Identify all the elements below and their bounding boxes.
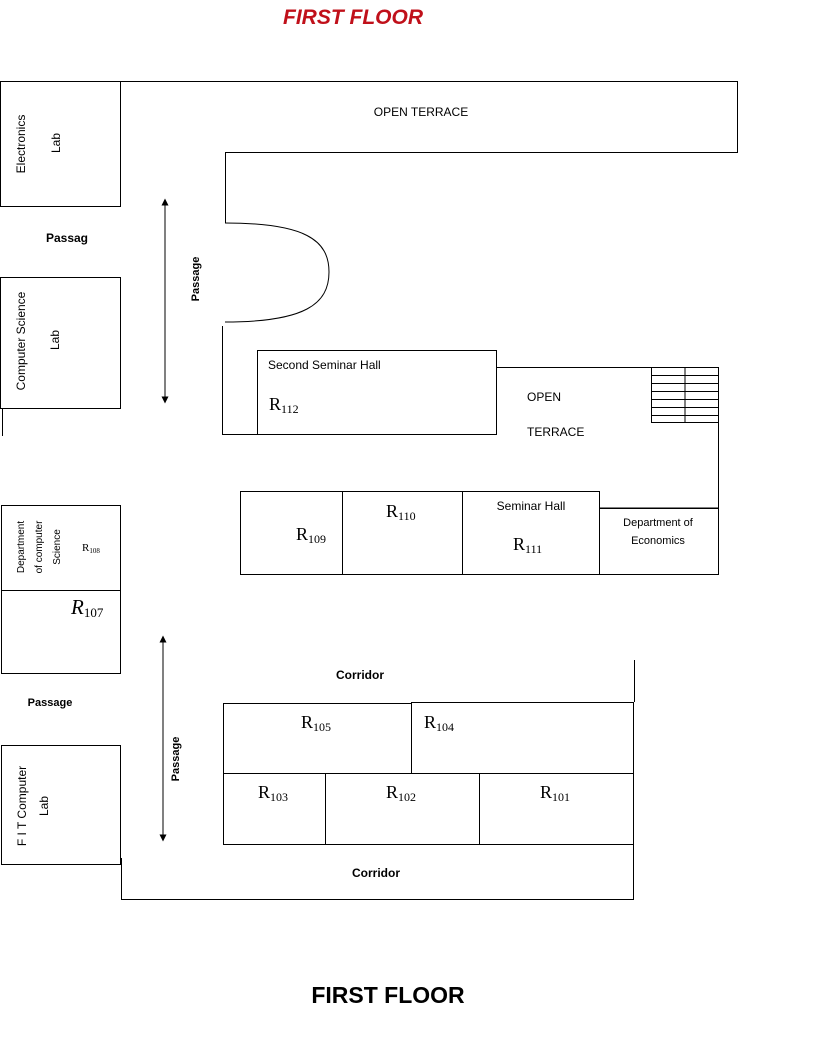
room-label-r107: R107 [70,595,104,620]
corridor-upper-label: Corridor [336,668,384,682]
fit-computer-lab [1,745,121,865]
room-label-r109: R109 [296,524,326,546]
room-r105 [223,703,412,774]
second-seminar-hall [257,350,497,435]
room-r109 [240,491,343,575]
open-label: OPEN [527,390,561,404]
seminar-hall-label: Seminar Hall [497,499,566,513]
computer-science-lab [0,277,121,409]
cs-lab-label: Lab [48,330,62,350]
dept-cs-label-2: of computer [34,520,45,573]
room-label-r103: R103 [258,782,288,804]
curved-bay [224,222,330,323]
open-terrace-top-label: OPEN TERRACE [374,105,468,119]
room-label-r101: R101 [540,782,570,804]
electronics-lab [0,81,121,207]
room-label-r105: R105 [301,712,331,734]
fit-lab-label: Lab [37,796,51,816]
open-terrace-top-outline [120,81,738,223]
room-label-r112: R112 [269,394,299,416]
corridor-lower-outline [121,844,634,900]
dept-cs-label-3: Science [52,529,63,565]
terrace-right-wall [600,423,719,509]
dept-cs-label-1: Department [16,521,27,573]
passag-label: Passag [46,231,88,245]
passage-lower-label: Passage [170,737,182,782]
dept-economics [599,508,719,575]
room-r101 [479,773,634,845]
cs-label: Computer Science [14,291,28,390]
room-r103 [223,773,326,845]
room-r104 [411,702,634,774]
corridor-lower-label: Corridor [352,866,400,880]
room-r107 [1,590,121,674]
dept-econ-label-1: Department of [623,517,694,529]
dept-econ-label-2: Economics [631,535,685,547]
footer-title: FIRST FLOOR [311,982,465,1008]
fit-label: F I T Computer [15,766,29,846]
room-label-r108: R108 [82,542,100,555]
room-label-r111: R111 [513,534,542,556]
second-seminar-hall-label: Second Seminar Hall [268,358,381,372]
room-label-r104: R104 [424,712,454,734]
electronics-label: Electronics [14,115,28,174]
terrace-label: TERRACE [527,425,584,439]
room-r110 [342,491,463,575]
room-label-r102: R102 [386,782,416,804]
electronics-lab-label: Lab [49,133,63,153]
passage-left-label: Passage [28,697,73,709]
passage-upper-label: Passage [190,257,202,302]
room-label-r110: R110 [386,501,416,523]
page-title: FIRST FLOOR [283,6,424,29]
room-r102 [325,773,480,845]
